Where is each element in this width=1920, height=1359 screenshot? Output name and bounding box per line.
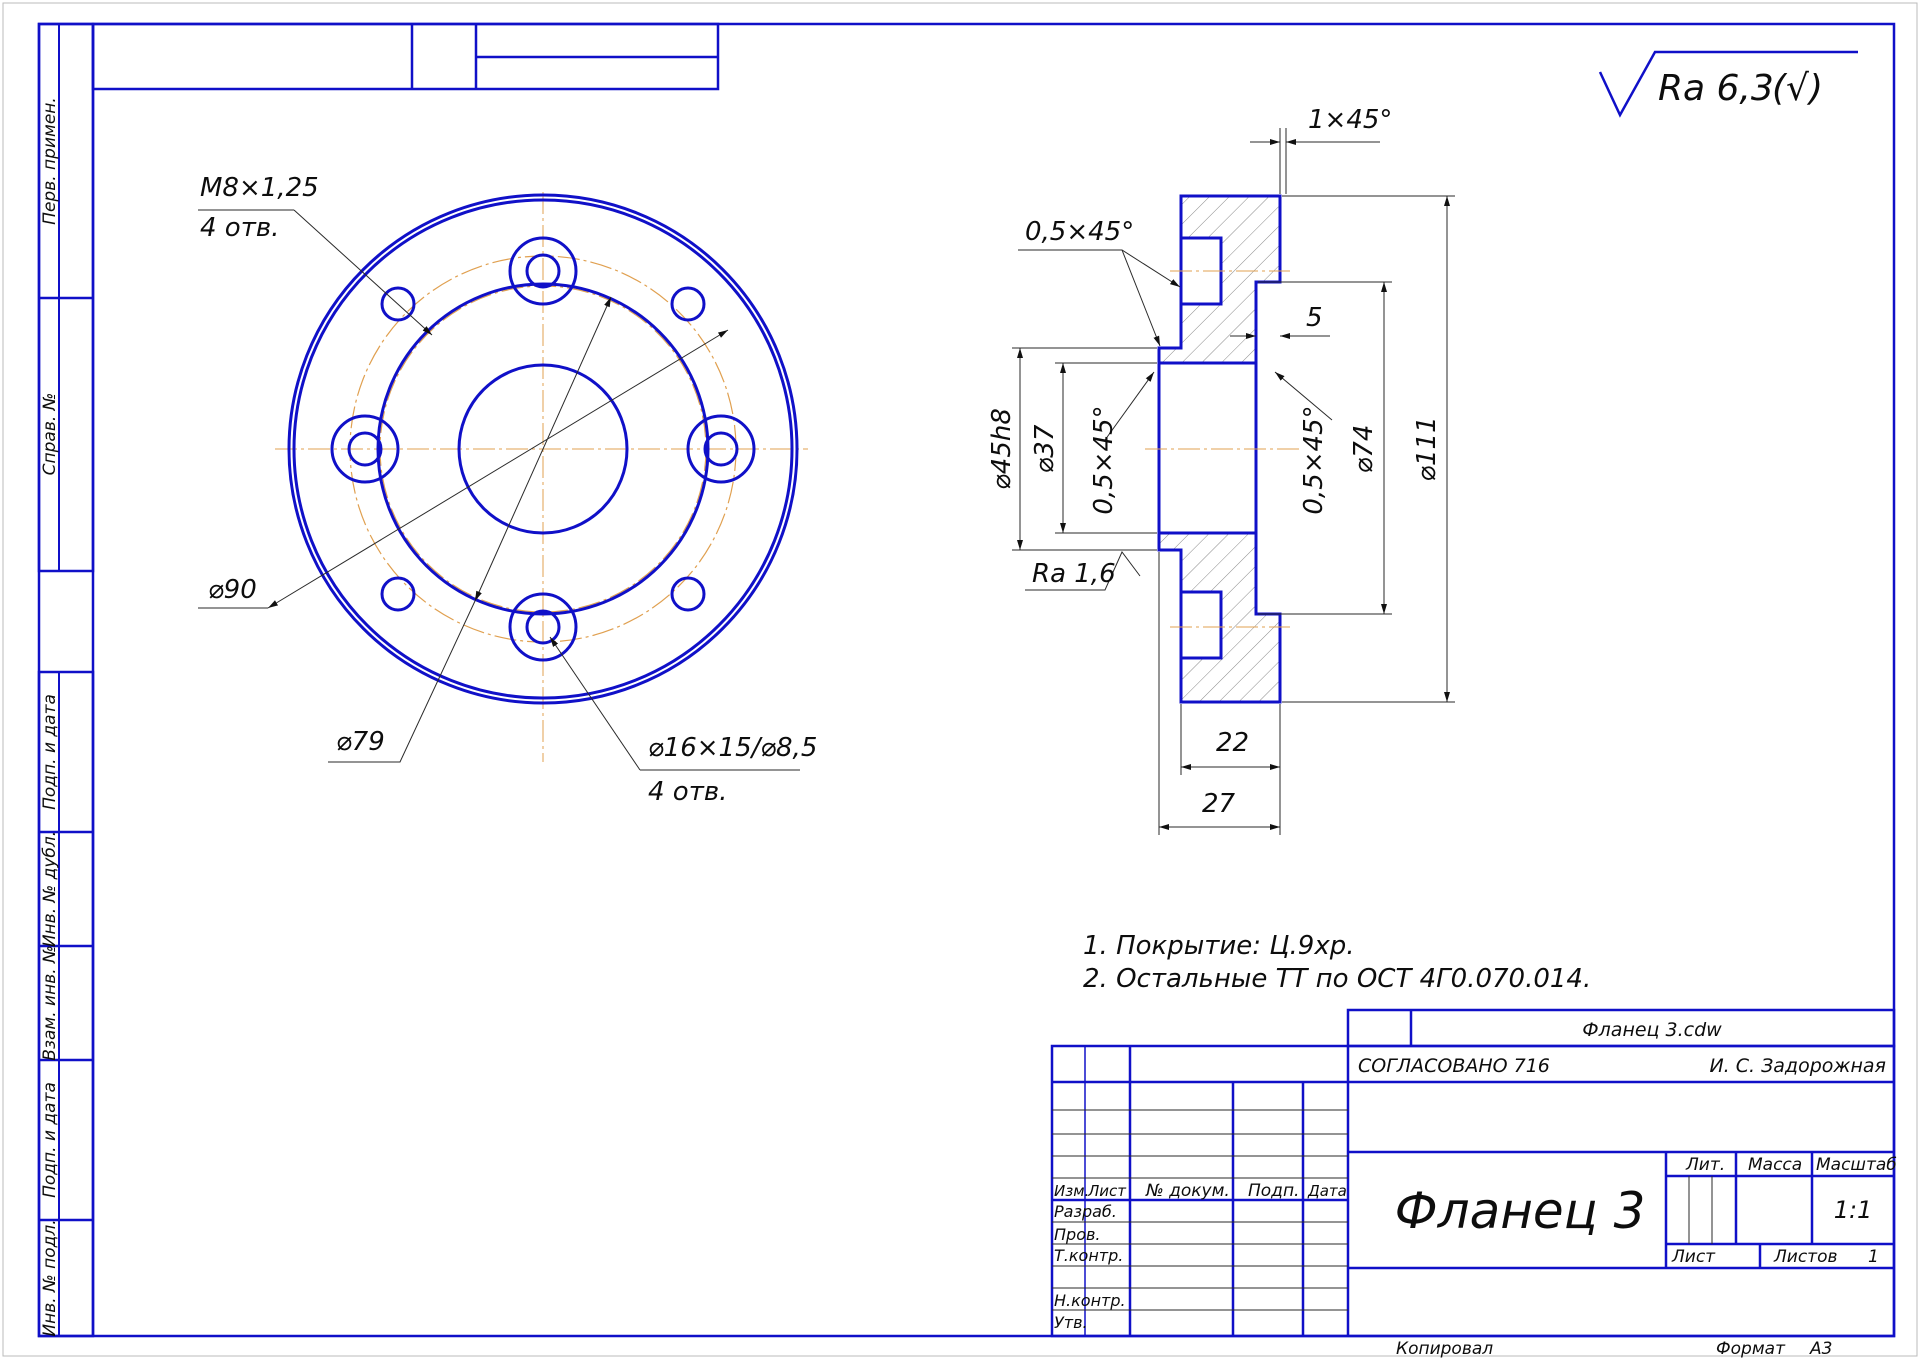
technical-notes: 1. Покрытие: Ц.9хр. 2. Остальные ТТ по О… — [1083, 931, 1591, 994]
label-ra16: Ra 1,6 — [1032, 559, 1116, 589]
label-w27: 27 — [1202, 789, 1236, 819]
margin-label-sprav: Справ. № — [40, 393, 60, 476]
margin-label-dubl: Инв. № дубл. — [40, 831, 60, 947]
tb-sheet: Лист — [1671, 1247, 1716, 1267]
tb-col-list: Лист — [1087, 1182, 1127, 1200]
label-chamfer-bore-left: 0,5×45° — [1089, 405, 1119, 514]
tb-role-checker: Пров. — [1054, 1225, 1101, 1244]
tb-format-label: Формат — [1716, 1339, 1786, 1359]
tb-approver: И. С. Задорожная — [1709, 1055, 1886, 1077]
label-d90: ⌀90 — [208, 575, 257, 605]
tb-role-norm: Н.контр. — [1054, 1291, 1126, 1310]
tb-scale-label: Масштаб — [1816, 1155, 1897, 1175]
tb-file-name: Фланец 3.cdw — [1582, 1019, 1722, 1041]
label-chamfer-bore-right: 0,5×45° — [1299, 405, 1329, 514]
tb-col-sign: Подп. — [1248, 1181, 1299, 1201]
note-1: 1. Покрытие: Ц.9хр. — [1083, 931, 1354, 961]
tb-sheets: Листов — [1773, 1247, 1838, 1267]
top-left-stamp-box — [91, 22, 720, 91]
label-counterbore-count: 4 отв. — [648, 777, 727, 807]
title-block: Фланец 3.cdw СОГЛАСОВАНО 716 И. С. Задор… — [1050, 1008, 1897, 1359]
label-thread-count: 4 отв. — [200, 213, 279, 243]
roughness-suffix: (√) — [1772, 68, 1823, 109]
tb-col-izm: Изм. — [1054, 1182, 1089, 1200]
label-d37: ⌀37 — [1030, 424, 1060, 473]
label-chamfer-top: 1×45° — [1308, 105, 1392, 135]
label-counterbore: ⌀16×15/⌀8,5 — [648, 733, 817, 763]
label-d45: ⌀45h8 — [987, 408, 1017, 490]
label-thread: M8×1,25 — [200, 173, 319, 203]
margin-label-perv: Перв. примен. — [40, 97, 60, 225]
label-chamfer-left: 0,5×45° — [1025, 217, 1134, 247]
side-margin: Перв. примен. Справ. № Подп. и дата Инв.… — [37, 22, 95, 1338]
tb-sheets-count: 1 — [1868, 1247, 1879, 1267]
margin-label-podl: Инв. № подл. — [40, 1219, 60, 1336]
tb-role-tech: Т.контр. — [1054, 1246, 1123, 1265]
front-view: M8×1,25 4 отв. ⌀90 ⌀79 ⌀16×15/⌀8,5 4 отв… — [198, 173, 817, 807]
tb-mass: Масса — [1748, 1155, 1802, 1175]
margin-label-podp2: Подп. и дата — [40, 1082, 60, 1198]
label-dim5: 5 — [1306, 303, 1323, 333]
roughness-general: Ra 6,3 (√) — [1598, 50, 1858, 118]
tb-lit: Лит. — [1685, 1155, 1725, 1175]
margin-label-podp1: Подп. и дата — [40, 694, 60, 810]
label-d79: ⌀79 — [336, 727, 385, 757]
tb-role-developer: Разраб. — [1054, 1202, 1117, 1221]
tb-copied: Копировал — [1396, 1339, 1493, 1359]
tb-part-name: Фланец 3 — [1395, 1182, 1646, 1240]
tb-role-approve: Утв. — [1054, 1313, 1088, 1332]
margin-label-vzam: Взам. инв. № — [40, 945, 60, 1060]
tb-scale: 1:1 — [1834, 1196, 1873, 1224]
tb-approved: СОГЛАСОВАНО 716 — [1358, 1055, 1550, 1077]
tb-col-doc: № докум. — [1145, 1181, 1230, 1201]
tb-format: А3 — [1809, 1339, 1832, 1359]
label-w22: 22 — [1216, 728, 1249, 758]
label-d74: ⌀74 — [1349, 425, 1379, 474]
label-d111: ⌀111 — [1412, 416, 1442, 481]
tb-col-date: Дата — [1307, 1182, 1347, 1200]
roughness-value: Ra 6,3 — [1658, 68, 1774, 109]
section-view: 1×45° 0,5×45° 5 ⌀45h8 ⌀37 0,5×45° 0,5×45… — [987, 105, 1455, 835]
drawing-frame — [37, 22, 1896, 1338]
note-2: 2. Остальные ТТ по ОСТ 4Г0.070.014. — [1083, 964, 1591, 994]
